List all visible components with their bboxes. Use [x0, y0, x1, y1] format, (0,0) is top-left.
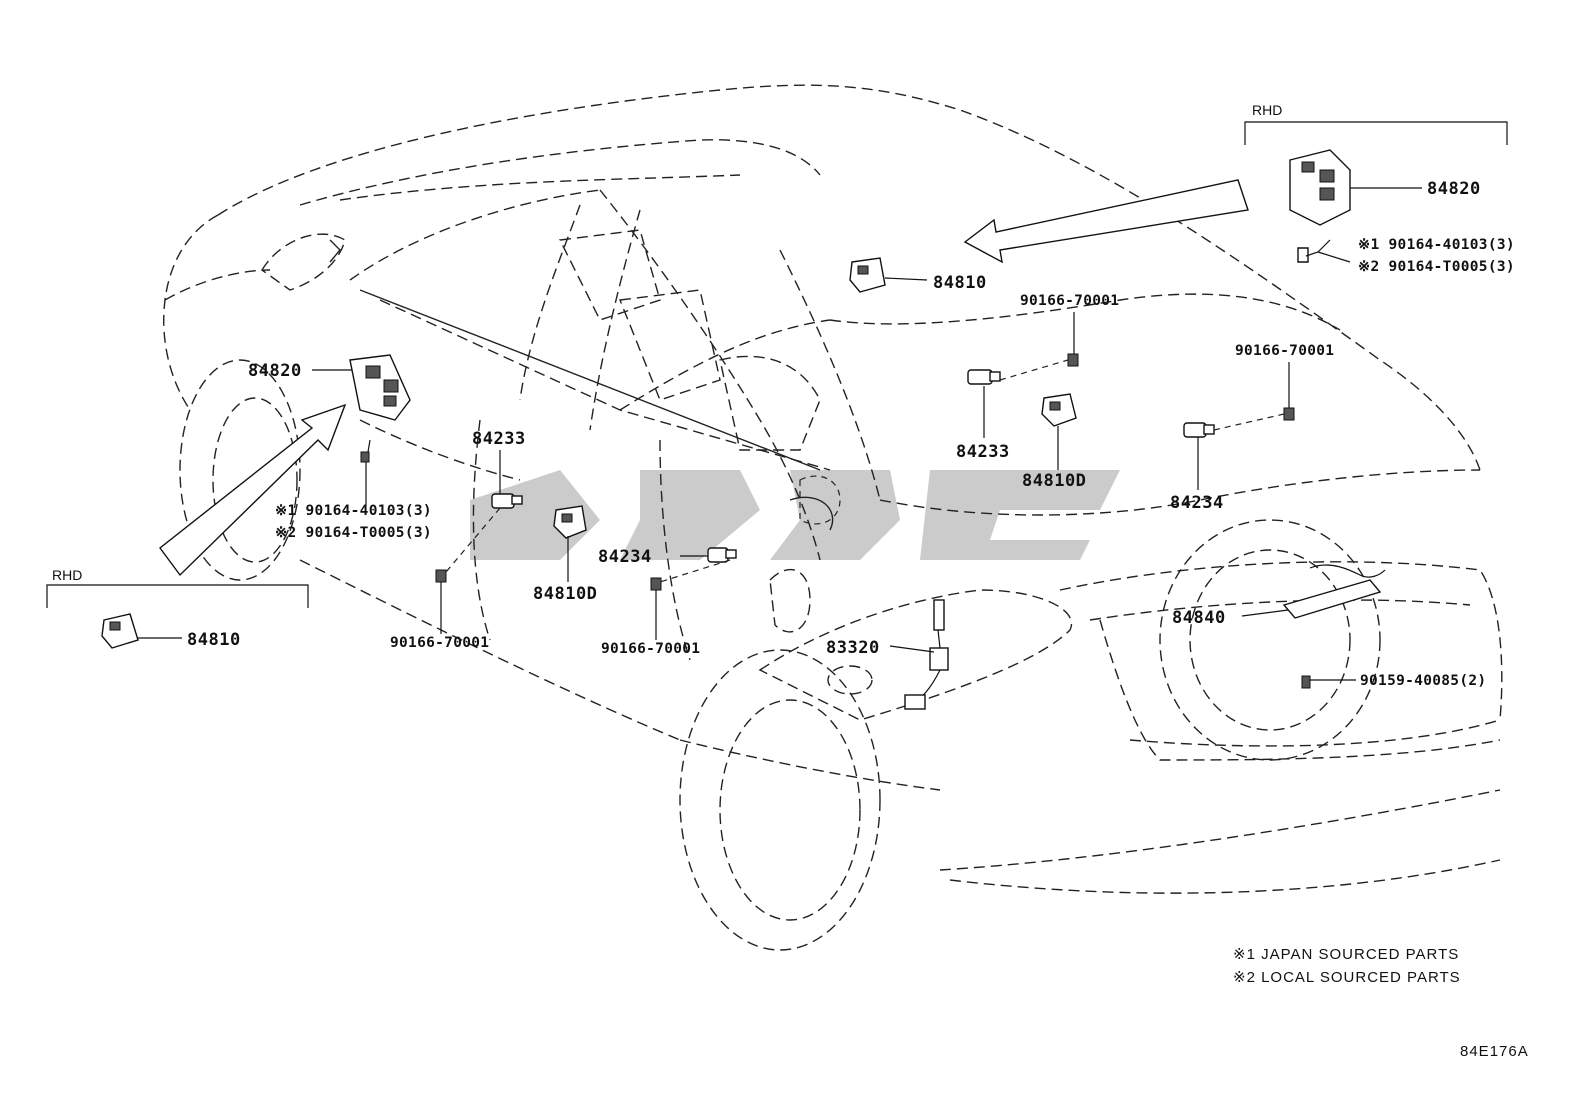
arrow-icon — [159, 403, 347, 577]
switch-icon — [1041, 393, 1077, 427]
connector-icon — [967, 369, 1001, 385]
car-body-solid — [329, 239, 834, 531]
part-label-bolt-right-2: ※2 90164-T0005(3) — [1358, 259, 1515, 275]
car-body-outline — [163, 84, 1503, 951]
connector-icon — [491, 493, 523, 509]
part-label-90159: 90159-40085(2) — [1360, 673, 1486, 689]
connector-icon — [1183, 422, 1215, 438]
part-label-84810-rhd: 84810 — [187, 630, 241, 650]
connector-icon — [707, 547, 737, 563]
connector-icon — [904, 599, 949, 710]
part-label-84810d-right: 84810D — [1022, 471, 1086, 491]
bolt-icon — [1297, 247, 1309, 263]
switch-icon — [849, 257, 886, 293]
rhd-bracket-left: RHD — [46, 567, 309, 608]
part-label-90166-mid: 90166-70001 — [601, 641, 700, 657]
switch-icon — [101, 613, 139, 649]
switch-icon — [1289, 149, 1351, 226]
part-label-84840: 84840 — [1172, 608, 1226, 628]
part-label-83320: 83320 — [826, 638, 880, 658]
rhd-label: RHD — [52, 567, 82, 583]
watermark — [470, 470, 1120, 560]
arrow-icon — [963, 179, 1249, 264]
part-label-84810d-left: 84810D — [533, 584, 597, 604]
note-local-sourced: ※2 LOCAL SOURCED PARTS — [1233, 969, 1461, 986]
switch-icon — [553, 505, 587, 539]
notes: ※1 JAPAN SOURCED PARTS ※2 LOCAL SOURCED … — [1233, 946, 1529, 1060]
part-label-bolt-left-2: ※2 90164-T0005(3) — [275, 525, 432, 541]
part-label-84234-left: 84234 — [598, 547, 652, 567]
rhd-bracket-right: RHD — [1244, 102, 1508, 145]
part-label-84820-left: 84820 — [248, 361, 302, 381]
connector-icon — [1282, 564, 1386, 619]
diagram-code: 84E176A — [1460, 1043, 1529, 1060]
part-label-84820-right: 84820 — [1427, 179, 1481, 199]
part-label-84810-top: 84810 — [933, 273, 987, 293]
part-label-84234-right: 84234 — [1170, 493, 1224, 513]
part-label-90166-right: 90166-70001 — [1235, 343, 1334, 359]
part-labels: 84820 ※1 90164-40103(3) ※2 90164-T0005(3… — [187, 179, 1515, 689]
part-label-84233-left: 84233 — [472, 429, 526, 449]
leader-lines — [138, 187, 1422, 681]
rhd-label: RHD — [1252, 102, 1282, 118]
part-label-84233-right: 84233 — [956, 442, 1010, 462]
note-japan-sourced: ※1 JAPAN SOURCED PARTS — [1233, 946, 1459, 963]
part-label-90166-left: 90166-70001 — [390, 635, 489, 651]
part-label-bolt-left-1: ※1 90164-40103(3) — [275, 503, 432, 519]
part-label-90166-top: 90166-70001 — [1020, 293, 1119, 309]
part-label-bolt-right-1: ※1 90164-40103(3) — [1358, 237, 1515, 253]
switch-icon — [349, 354, 411, 421]
